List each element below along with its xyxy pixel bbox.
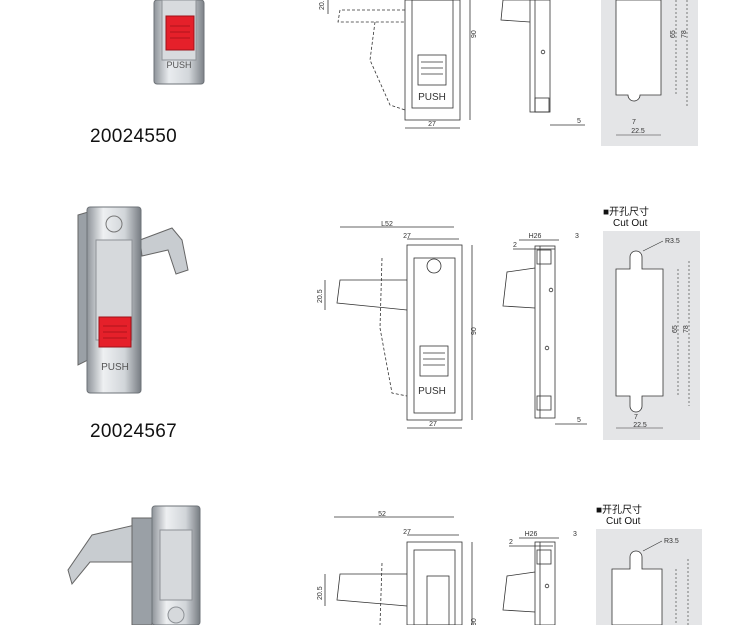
product-photo-1: PUSH bbox=[153, 0, 205, 85]
svg-text:3: 3 bbox=[575, 233, 579, 240]
front-view-2: L52 27 PUSH 27 90 20.5 bbox=[317, 221, 478, 429]
svg-text:L52: L52 bbox=[381, 221, 393, 228]
push-button-red bbox=[165, 15, 195, 51]
svg-text:65: 65 bbox=[672, 325, 679, 333]
svg-text:27: 27 bbox=[428, 121, 436, 128]
svg-text:7: 7 bbox=[632, 119, 636, 126]
svg-text:20.5: 20.5 bbox=[317, 289, 324, 303]
svg-text:90: 90 bbox=[471, 327, 478, 335]
svg-text:7: 7 bbox=[634, 414, 638, 421]
side-view-1: 5 bbox=[500, 0, 585, 126]
cutout-drawing-3: R3.5 bbox=[611, 538, 689, 625]
svg-text:78: 78 bbox=[683, 325, 690, 333]
svg-text:20.5: 20.5 bbox=[319, 0, 326, 10]
svg-text:H26: H26 bbox=[529, 233, 542, 240]
square-bullet-icon: ■ bbox=[596, 505, 603, 516]
cutout-drawing-1: 65 78 7 22.5 bbox=[615, 0, 688, 136]
svg-text:R3.5: R3.5 bbox=[665, 238, 680, 245]
front-view-1: PUSH 90 27 20.5 bbox=[319, 0, 478, 129]
svg-text:PUSH: PUSH bbox=[166, 60, 191, 70]
svg-text:R3.5: R3.5 bbox=[664, 538, 679, 545]
svg-text:3: 3 bbox=[573, 531, 577, 538]
svg-text:H26: H26 bbox=[525, 531, 538, 538]
svg-text:65: 65 bbox=[670, 30, 677, 38]
svg-text:90: 90 bbox=[471, 618, 478, 625]
svg-text:5: 5 bbox=[577, 118, 581, 125]
svg-text:78: 78 bbox=[681, 30, 688, 38]
product-photo-2: PUSH bbox=[77, 206, 189, 394]
front-view-3: 52 27 90 20.5 bbox=[317, 511, 478, 625]
svg-text:20.5: 20.5 bbox=[317, 586, 324, 600]
svg-text:PUSH: PUSH bbox=[418, 386, 446, 397]
svg-text:22.5: 22.5 bbox=[631, 128, 645, 135]
svg-text:2: 2 bbox=[509, 539, 513, 546]
svg-text:5: 5 bbox=[577, 417, 581, 424]
svg-text:27: 27 bbox=[403, 529, 411, 536]
cutout-title-3: ■开孔尺寸 Cut Out bbox=[596, 505, 643, 527]
svg-text:2: 2 bbox=[513, 242, 517, 249]
cutout-title-2: ■开孔尺寸 Cut Out bbox=[603, 207, 650, 229]
svg-text:27: 27 bbox=[403, 233, 411, 240]
side-view-2: H26 2 3 5 bbox=[502, 233, 587, 425]
svg-text:PUSH: PUSH bbox=[418, 92, 446, 103]
svg-text:27: 27 bbox=[429, 421, 437, 428]
product-code-2: 20024567 bbox=[90, 421, 177, 442]
svg-text:PUSH: PUSH bbox=[101, 362, 129, 373]
product-code-1: 20024550 bbox=[90, 126, 177, 147]
svg-text:90: 90 bbox=[471, 30, 478, 38]
cutout-drawing-2: R3.5 65 78 7 22.5 bbox=[615, 238, 690, 429]
product-photo-3 bbox=[67, 505, 201, 625]
svg-text:52: 52 bbox=[378, 511, 386, 518]
svg-text:22.5: 22.5 bbox=[633, 422, 647, 429]
square-bullet-icon: ■ bbox=[603, 207, 610, 218]
side-view-3: H26 2 3 bbox=[502, 531, 577, 625]
